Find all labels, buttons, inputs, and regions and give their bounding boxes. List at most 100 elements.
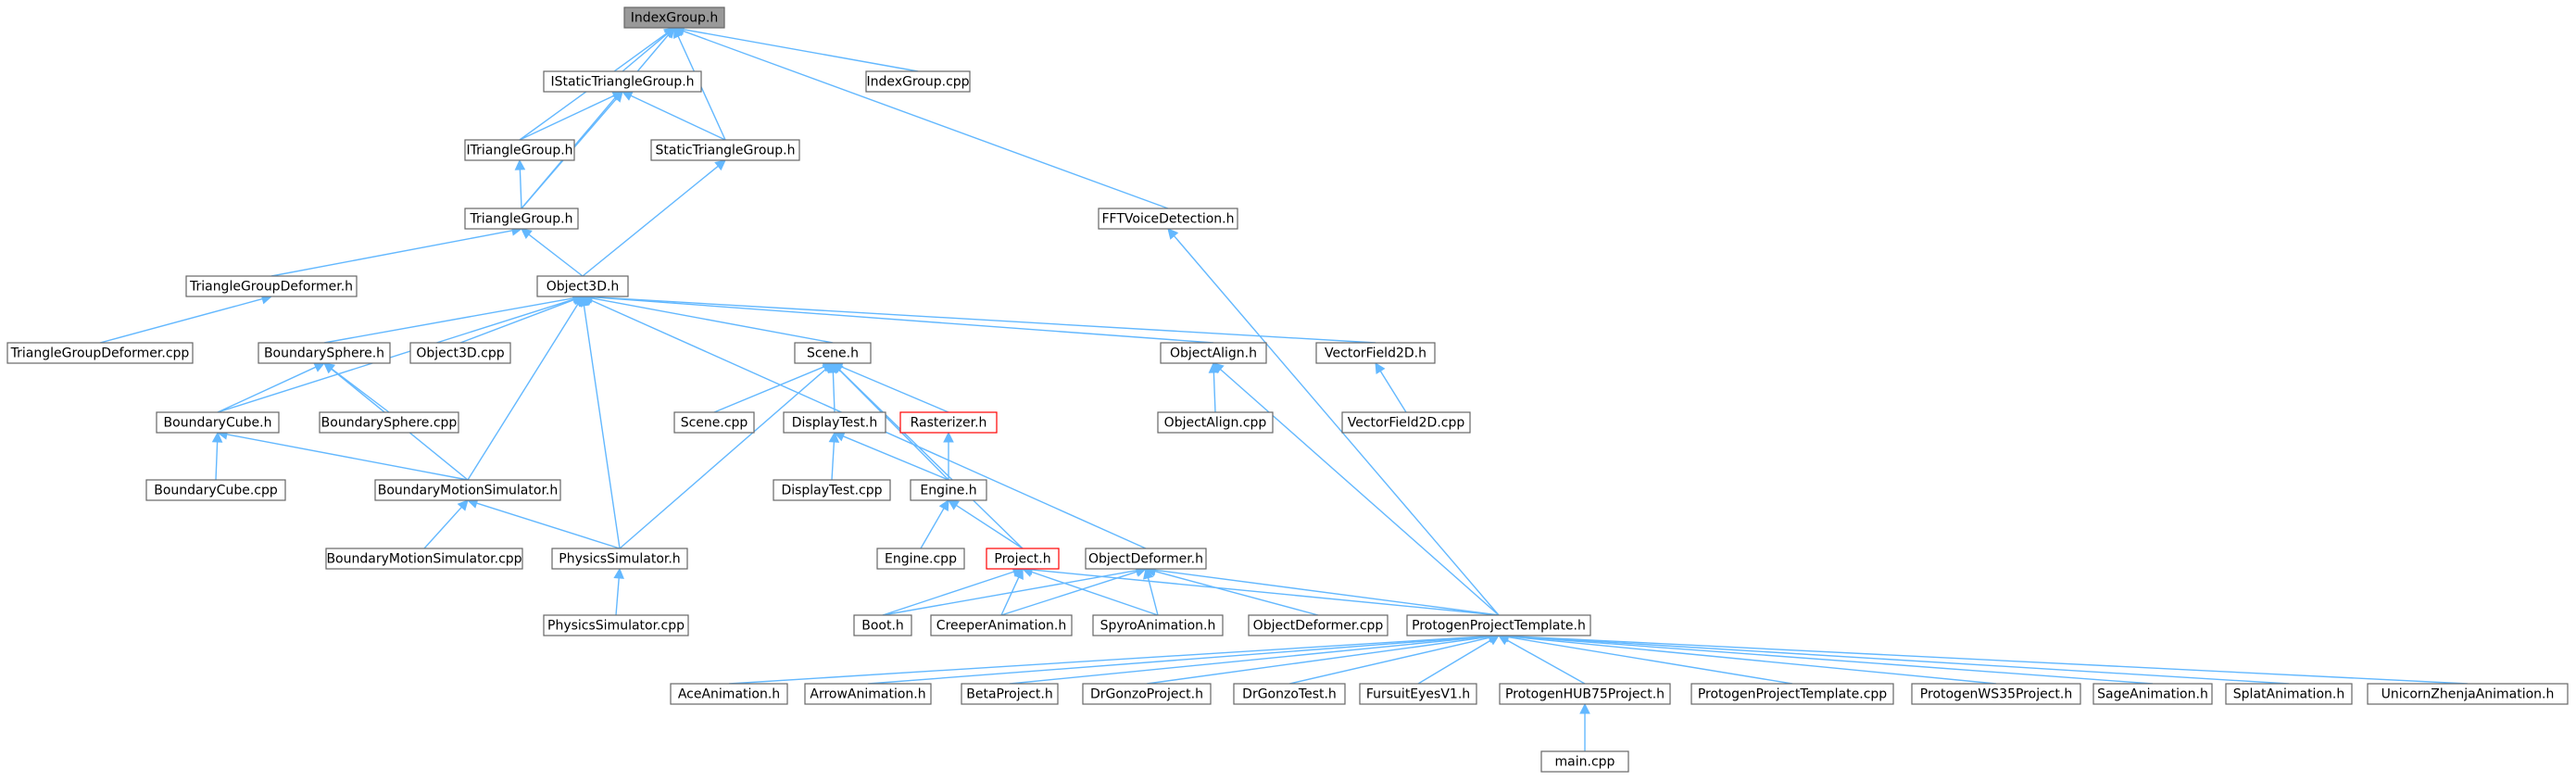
node-box bbox=[2367, 683, 2569, 705]
node-scene-h[interactable]: Scene.h bbox=[794, 342, 872, 364]
node-beta-h[interactable]: BetaProject.h bbox=[961, 683, 1059, 705]
node-ws35-h[interactable]: ProtogenWS35Project.h bbox=[1911, 683, 2081, 705]
node-splat-h[interactable]: SplatAnimation.h bbox=[2225, 683, 2353, 705]
node-label: Scene.h bbox=[807, 346, 859, 361]
edge-n_spyro_h-to-n_project_h bbox=[1031, 571, 1159, 616]
node-scene-cpp[interactable]: Scene.cpp bbox=[673, 411, 755, 434]
node-vf2d-h[interactable]: VectorField2D.h bbox=[1315, 342, 1436, 364]
node-bsphere-h[interactable]: BoundarySphere.h bbox=[258, 342, 391, 364]
edge-n_arrow_h-to-n_ppt_h bbox=[867, 636, 1490, 685]
edge-n_objalign_cpp-to-n_objalign_h bbox=[1213, 372, 1216, 413]
node-physsim-h[interactable]: PhysicsSimulator.h bbox=[551, 548, 688, 570]
node-objdeformer-cpp[interactable]: ObjectDeformer.cpp bbox=[1248, 614, 1389, 636]
node-box bbox=[1082, 683, 1212, 705]
node-bcube-cpp[interactable]: BoundaryCube.cpp bbox=[145, 479, 286, 501]
edge-arrowhead bbox=[832, 362, 844, 374]
node-tgdeformer-cpp[interactable]: TriangleGroupDeformer.cpp bbox=[6, 342, 194, 364]
node-box bbox=[773, 479, 891, 501]
node-label: SageAnimation.h bbox=[2097, 687, 2208, 702]
node-boot-h[interactable]: Boot.h bbox=[853, 614, 912, 636]
edge-n_scene_cpp-to-n_scene_h bbox=[713, 366, 825, 413]
edge-n_vf2d_h-to-n_object3d_h bbox=[591, 296, 1376, 344]
node-drgonzotest-h[interactable]: DrGonzoTest.h bbox=[1233, 683, 1346, 705]
node-physsim-cpp[interactable]: PhysicsSimulator.cpp bbox=[543, 614, 689, 636]
node-vf2d-cpp[interactable]: VectorField2D.cpp bbox=[1341, 411, 1471, 434]
node-label: SpyroAnimation.h bbox=[1100, 619, 1216, 634]
edge-n_object3d_h-to-n_trianglegroup bbox=[528, 233, 584, 277]
node-ppt-h[interactable]: ProtogenProjectTemplate.h bbox=[1406, 614, 1591, 636]
node-label: PhysicsSimulator.cpp bbox=[547, 619, 685, 634]
node-label: TriangleGroupDeformer.cpp bbox=[10, 346, 190, 361]
node-box bbox=[1160, 342, 1267, 364]
node-objalign-h[interactable]: ObjectAlign.h bbox=[1160, 342, 1267, 364]
edge-n_objalign_h-to-n_object3d_h bbox=[591, 296, 1214, 344]
node-box bbox=[794, 342, 872, 364]
edge-n_creeper_h-to-n_objdeformer_h bbox=[1000, 571, 1137, 616]
edge-n_project_h-to-n_scene_h bbox=[838, 369, 1024, 549]
node-box bbox=[673, 411, 755, 434]
node-main-cpp[interactable]: main.cpp bbox=[1540, 750, 1629, 773]
node-box bbox=[551, 548, 688, 570]
node-label: BetaProject.h bbox=[966, 687, 1053, 702]
node-itriangle[interactable]: ITriangleGroup.h bbox=[464, 139, 575, 161]
edge-arrowhead bbox=[611, 91, 623, 103]
node-box bbox=[986, 548, 1060, 570]
node-hub75-h[interactable]: ProtogenHUB75Project.h bbox=[1499, 683, 1671, 705]
node-label: ObjectAlign.cpp bbox=[1164, 416, 1267, 431]
node-label: Engine.h bbox=[920, 484, 976, 498]
node-bms-cpp[interactable]: BoundaryMotionSimulator.cpp bbox=[325, 548, 523, 570]
node-engine-h[interactable]: Engine.h bbox=[910, 479, 987, 501]
edge-n_ppt_h-to-n_objalign_h bbox=[1220, 369, 1500, 616]
node-indexgroup-cpp[interactable]: IndexGroup.cpp bbox=[865, 70, 971, 93]
node-object3d-h[interactable]: Object3D.h bbox=[536, 275, 629, 297]
node-trianglegroup[interactable]: TriangleGroup.h bbox=[464, 208, 579, 230]
edge-n_physsim_h-to-n_bms_h bbox=[476, 502, 621, 549]
node-fft[interactable]: FFTVoiceDetection.h bbox=[1098, 208, 1238, 230]
edge-arrowhead bbox=[828, 431, 840, 443]
node-label: Scene.cpp bbox=[681, 416, 748, 431]
node-statictri[interactable]: StaticTriangleGroup.h bbox=[650, 139, 800, 161]
node-box bbox=[319, 411, 459, 434]
node-objdeformer-h[interactable]: ObjectDeformer.h bbox=[1085, 548, 1207, 570]
node-ace-h[interactable]: AceAnimation.h bbox=[670, 683, 788, 705]
node-box bbox=[1911, 683, 2081, 705]
node-bms-h[interactable]: BoundaryMotionSimulator.h bbox=[374, 479, 561, 501]
node-box bbox=[1690, 683, 1894, 705]
edge-arrowhead bbox=[313, 362, 326, 372]
node-label: DrGonzoProject.h bbox=[1090, 687, 1203, 702]
node-istatic[interactable]: IStaticTriangleGroup.h bbox=[543, 70, 702, 93]
node-project-h[interactable]: Project.h bbox=[986, 548, 1060, 570]
node-engine-cpp[interactable]: Engine.cpp bbox=[876, 548, 965, 570]
node-label: ObjectDeformer.h bbox=[1088, 552, 1203, 567]
node-drgonzoproj-h[interactable]: DrGonzoProject.h bbox=[1082, 683, 1212, 705]
node-arrow-h[interactable]: ArrowAnimation.h bbox=[804, 683, 932, 705]
node-bcube-h[interactable]: BoundaryCube.h bbox=[156, 411, 280, 434]
node-unicorn-h[interactable]: UnicornZhenjaAnimation.h bbox=[2367, 683, 2569, 705]
node-indexgroup-h[interactable]: IndexGroup.h bbox=[623, 6, 725, 29]
node-ppt-cpp[interactable]: ProtogenProjectTemplate.cpp bbox=[1690, 683, 1894, 705]
node-label: IStaticTriangleGroup.h bbox=[550, 75, 694, 90]
node-disptest-h[interactable]: DisplayTest.h bbox=[783, 411, 886, 434]
edge-n_ppt_h-to-n_project_h bbox=[1031, 569, 1500, 616]
node-box bbox=[536, 275, 629, 297]
node-bsphere-cpp[interactable]: BoundarySphere.cpp bbox=[319, 411, 459, 434]
node-objalign-cpp[interactable]: ObjectAlign.cpp bbox=[1157, 411, 1274, 434]
edge-n_physsim_h-to-n_scene_h bbox=[619, 369, 826, 549]
node-label: DisplayTest.cpp bbox=[781, 484, 882, 498]
edge-n_bcube_h-to-n_object3d_h bbox=[217, 298, 574, 413]
edge-n_boot_h-to-n_objdeformer_h bbox=[882, 570, 1137, 616]
node-sage-h[interactable]: SageAnimation.h bbox=[2092, 683, 2213, 705]
edge-arrowhead bbox=[521, 228, 533, 240]
edge-n_ppt_h-to-n_objdeformer_h bbox=[1154, 569, 1500, 616]
node-creeper-h[interactable]: CreeperAnimation.h bbox=[930, 614, 1073, 636]
node-fursuit-h[interactable]: FursuitEyesV1.h bbox=[1359, 683, 1477, 705]
node-box bbox=[2092, 683, 2213, 705]
edge-n_tgdeformer_h-to-n_trianglegroup bbox=[270, 230, 513, 277]
node-spyro-h[interactable]: SpyroAnimation.h bbox=[1092, 614, 1224, 636]
node-rasterizer-h[interactable]: Rasterizer.h bbox=[899, 411, 998, 434]
node-object3d-cpp[interactable]: Object3D.cpp bbox=[409, 342, 511, 364]
node-disptest-cpp[interactable]: DisplayTest.cpp bbox=[773, 479, 891, 501]
node-tgdeformer-h[interactable]: TriangleGroupDeformer.h bbox=[185, 275, 358, 297]
edge-n_vf2d_cpp-to-n_vf2d_h bbox=[1379, 371, 1407, 413]
